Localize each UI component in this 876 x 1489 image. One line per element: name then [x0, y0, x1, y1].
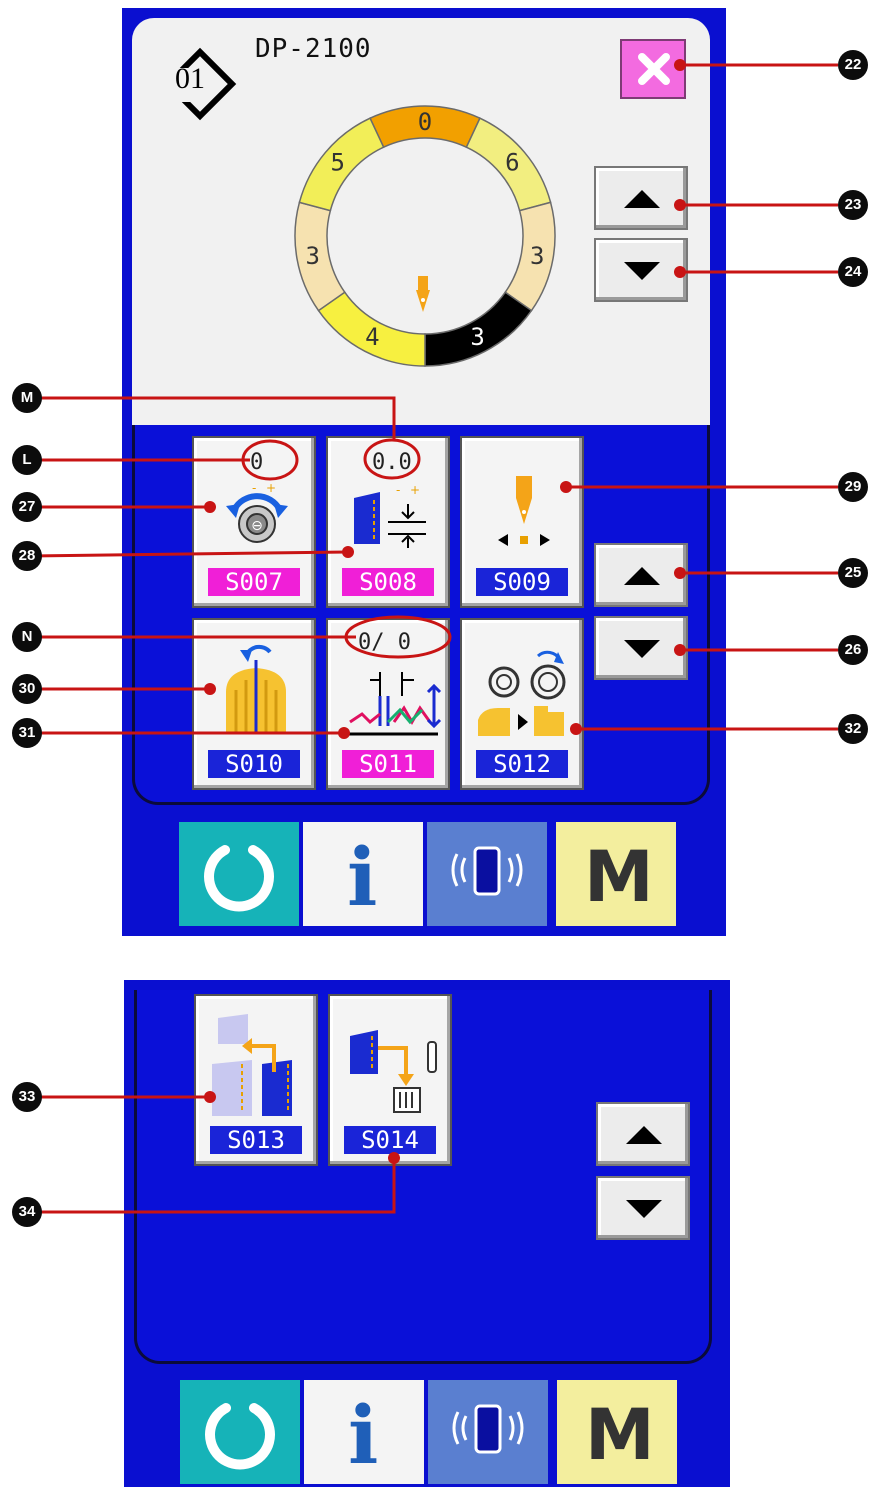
- needle-position-icon: [498, 476, 550, 546]
- mode-button[interactable]: M: [556, 822, 676, 926]
- stacker-icon: [350, 1030, 437, 1113]
- scroll-up-button-top[interactable]: [594, 166, 688, 230]
- triangle-down-icon: [626, 1200, 662, 1218]
- svg-text:⊖: ⊖: [251, 518, 263, 534]
- info-button-2[interactable]: i: [304, 1380, 424, 1484]
- tile-s009[interactable]: S009: [460, 436, 584, 608]
- scroll-up-button-2[interactable]: [596, 1102, 690, 1166]
- scroll-up-button-mid[interactable]: [594, 543, 688, 607]
- scroll-down-button-2[interactable]: [596, 1176, 690, 1240]
- callout-27: 27: [12, 492, 42, 522]
- ring-segments: 0 6 3 3 4 3 5: [294, 105, 556, 367]
- model-name: DP-2100: [255, 34, 372, 64]
- ring-segment: [298, 117, 385, 212]
- ready-button-2[interactable]: [180, 1380, 300, 1484]
- callout-22: 22: [838, 50, 868, 80]
- ring-segment-label: 5: [330, 149, 344, 177]
- callout-m: M: [12, 383, 42, 413]
- tile-s014[interactable]: S014: [328, 994, 452, 1166]
- reverse-stitch-icon: [346, 672, 442, 736]
- tile-s013[interactable]: S013: [194, 994, 318, 1166]
- bobbin-winding-icon: [478, 650, 566, 736]
- thread-tension-value: 0: [250, 450, 264, 475]
- callout-23: 23: [838, 190, 868, 220]
- callout-32: 32: [838, 714, 868, 744]
- stitch-length-value: 0.0: [372, 450, 412, 475]
- tile-code: S007: [208, 568, 300, 596]
- ring-segment-label: 6: [505, 149, 519, 177]
- callout-33: 33: [12, 1082, 42, 1112]
- ready-button[interactable]: [179, 822, 299, 926]
- tile-code: S008: [342, 568, 434, 596]
- communication-button[interactable]: [427, 822, 547, 926]
- scroll-down-button-mid[interactable]: [594, 616, 688, 680]
- ring-segment-label: 4: [365, 323, 379, 351]
- tile-s011[interactable]: 0/ 0 S011: [326, 618, 450, 790]
- mode-button-2[interactable]: M: [557, 1380, 677, 1484]
- tile-s012[interactable]: S012: [460, 618, 584, 790]
- tile-code: S011: [342, 750, 434, 778]
- info-button[interactable]: i: [303, 822, 423, 926]
- info-icon: i: [347, 830, 378, 924]
- ready-icon: [204, 845, 274, 912]
- stitch-length-icon: - +: [354, 483, 426, 548]
- triangle-up-icon: [624, 190, 660, 208]
- communication-button-2[interactable]: [428, 1380, 548, 1484]
- callout-34: 34: [12, 1197, 42, 1227]
- tile-code: S014: [344, 1126, 436, 1154]
- ring-segment-label: 3: [470, 323, 484, 351]
- svg-text:+: +: [410, 483, 420, 497]
- tile-s007[interactable]: 0 ⊖ - + S007: [192, 436, 316, 608]
- svg-text:-: -: [252, 482, 256, 495]
- mode-icon: M: [585, 1394, 655, 1476]
- callout-24: 24: [838, 257, 868, 287]
- triangle-up-icon: [624, 567, 660, 585]
- ring-segment-label: 3: [530, 242, 544, 270]
- communication-icon: [451, 846, 523, 896]
- flag-left-icon: [212, 1014, 292, 1116]
- callout-31: 31: [12, 718, 42, 748]
- ready-icon: [205, 1403, 275, 1470]
- mode-icon: M: [584, 836, 654, 918]
- pattern-number: 01: [175, 62, 205, 95]
- needle-icon: [416, 276, 430, 312]
- callout-28: 28: [12, 541, 42, 571]
- tile-code: S013: [210, 1126, 302, 1154]
- tile-code: S010: [208, 750, 300, 778]
- callout-n: N: [12, 622, 42, 652]
- callout-30: 30: [12, 674, 42, 704]
- callout-26: 26: [838, 635, 868, 665]
- thread-tension-icon: ⊖ - +: [226, 482, 288, 543]
- presser-foot-icon: [226, 644, 286, 734]
- callout-29: 29: [838, 472, 868, 502]
- svg-text:-: -: [396, 483, 400, 497]
- close-icon: [638, 53, 670, 85]
- tile-s010[interactable]: S010: [192, 618, 316, 790]
- callout-25: 25: [838, 558, 868, 588]
- communication-icon: [452, 1404, 524, 1454]
- close-button[interactable]: [620, 39, 686, 99]
- tile-code: S009: [476, 568, 568, 596]
- ring-segment-label: 3: [306, 242, 320, 270]
- counter-value: 0/ 0: [358, 630, 411, 655]
- svg-text:+: +: [266, 482, 276, 495]
- callout-l: L: [12, 445, 42, 475]
- triangle-down-icon: [624, 640, 660, 658]
- tile-s008[interactable]: 0.0 - + S008: [326, 436, 450, 608]
- scroll-down-button-top[interactable]: [594, 238, 688, 302]
- info-icon: i: [348, 1388, 379, 1482]
- pattern-number-icon: [162, 47, 237, 121]
- ring-segment-label: 0: [418, 108, 432, 136]
- tile-code: S012: [476, 750, 568, 778]
- triangle-up-icon: [626, 1126, 662, 1144]
- stitch-ring: 0 6 3 3 4 3 5: [294, 105, 556, 367]
- triangle-down-icon: [624, 262, 660, 280]
